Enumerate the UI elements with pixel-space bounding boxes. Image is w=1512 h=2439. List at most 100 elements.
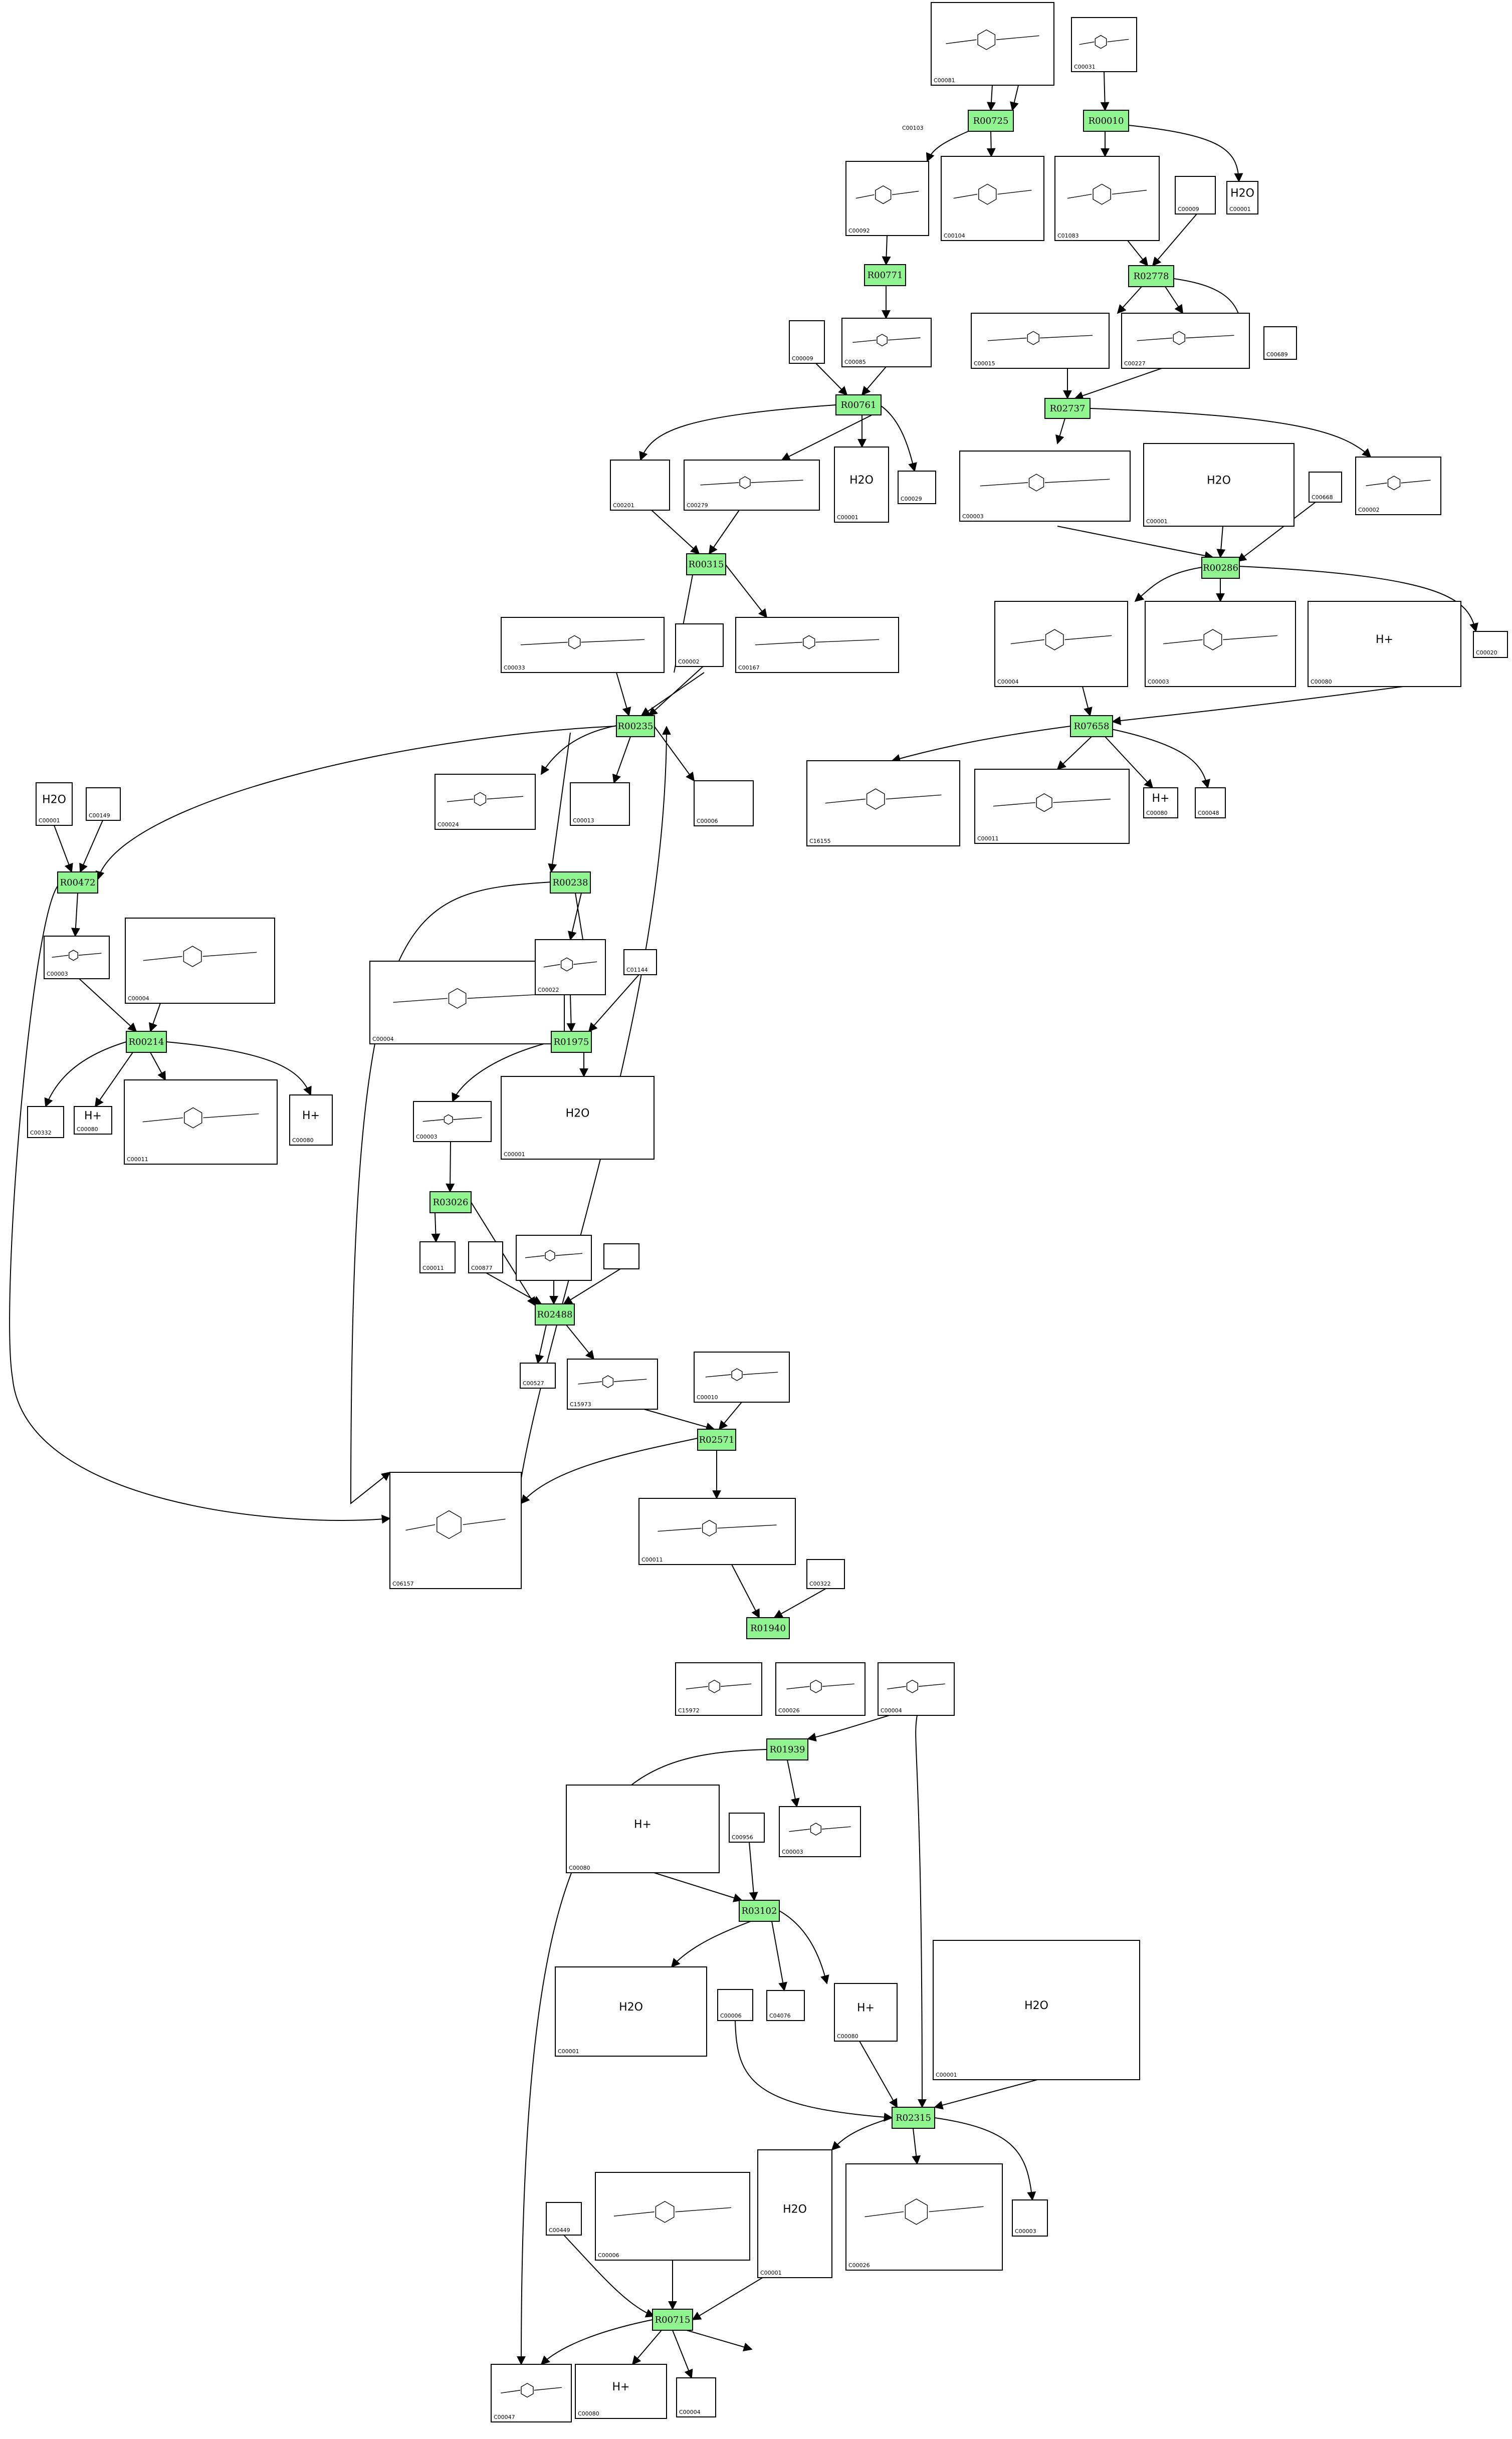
compound-box [1195,787,1226,818]
compound-node[interactable]: C00167 [735,617,899,673]
compound-node[interactable]: C00011 [124,1079,278,1165]
compound-node[interactable]: C00024 [435,774,536,830]
compound-node[interactable]: C00006 [595,2172,750,2261]
compound-node[interactable]: C00149 [86,787,121,821]
compound-node[interactable]: C00004 [125,918,275,1004]
compound-node[interactable]: C06157 [389,1472,522,1589]
compound-node[interactable]: H+C00080 [566,1785,720,1873]
compound-node[interactable]: C00047 [491,2364,572,2422]
reaction-node[interactable]: R00761 [835,394,882,415]
compound-node[interactable]: C00003 [959,451,1131,522]
reaction-node[interactable]: R07658 [1070,715,1113,737]
compound-node[interactable] [603,1243,639,1269]
compound-node[interactable]: H+C00080 [74,1106,112,1135]
compound-node[interactable]: C00009 [789,320,825,364]
compound-node[interactable]: C00009 [1175,176,1216,214]
reaction-node[interactable]: R00286 [1201,557,1240,579]
compound-node[interactable]: C04076 [766,1990,805,2021]
compound-node[interactable]: H+C00080 [1143,787,1178,818]
reaction-node[interactable]: R03026 [429,1191,472,1213]
reaction-node[interactable]: R00472 [57,871,98,894]
reaction-node[interactable]: R01975 [551,1031,592,1053]
reaction-node[interactable]: R03102 [739,1900,780,1922]
compound-node[interactable]: C00279 [684,460,820,511]
compound-node[interactable]: C00877 [468,1241,503,1273]
compound-node[interactable]: C00015 [971,313,1110,369]
compound-node[interactable]: C00527 [520,1363,556,1389]
reaction-node[interactable]: R02571 [697,1429,736,1451]
compound-node[interactable]: C00048 [1195,787,1226,818]
reaction-node[interactable]: R02778 [1128,265,1174,287]
reaction-node[interactable]: R01940 [746,1617,790,1639]
compound-node[interactable]: C00004 [369,961,565,1044]
compound-node[interactable]: C00010 [694,1352,790,1403]
compound-node[interactable]: C00002 [675,623,724,667]
compound-node[interactable]: C00201 [610,460,670,511]
compound-node[interactable]: C00011 [419,1241,456,1273]
compound-node[interactable]: C00085 [841,318,932,367]
compound-node[interactable]: C00031 [1071,17,1137,72]
compound-node[interactable]: C00103 [902,125,924,131]
compound-node[interactable]: C00003 [1012,2199,1048,2237]
compound-node[interactable]: H+C00080 [1308,601,1461,687]
compound-node[interactable]: C00332 [27,1106,64,1138]
reaction-node[interactable]: R00771 [864,264,906,286]
compound-node[interactable]: H+C00080 [289,1094,333,1146]
reaction-node[interactable]: R02737 [1044,398,1091,419]
compound-node[interactable]: C00022 [535,939,606,995]
compound-node[interactable]: C01144 [623,949,657,975]
compound-node[interactable]: C00104 [941,156,1044,241]
compound-node[interactable]: C16155 [806,760,960,846]
compound-node[interactable]: C00689 [1263,326,1297,360]
compound-node[interactable]: C00013 [570,782,630,826]
compound-node[interactable]: C00668 [1309,472,1342,503]
compound-node[interactable]: C00026 [845,2163,1003,2271]
compound-node[interactable]: C00029 [898,471,936,504]
reaction-node[interactable]: R00235 [616,715,655,737]
compound-node[interactable]: C00004 [878,1662,955,1716]
reaction-node[interactable]: R00725 [968,110,1014,132]
reaction-node[interactable]: R00315 [686,553,726,575]
compound-node[interactable]: C00003 [44,936,110,979]
compound-node[interactable]: C00004 [994,601,1128,687]
compound-node[interactable]: C00003 [779,1806,861,1857]
compound-node[interactable]: H+C00080 [575,2364,667,2419]
compound-node[interactable]: C00092 [845,161,929,236]
reaction-node[interactable]: R00238 [550,871,591,894]
compound-node[interactable]: C00006 [717,1989,753,2021]
compound-node[interactable]: C00449 [546,2202,582,2236]
compound-node[interactable]: C00033 [501,617,665,673]
reaction-node[interactable]: R00010 [1083,110,1129,132]
compound-node[interactable]: C15972 [675,1662,762,1716]
compound-node[interactable]: C00004 [676,2377,716,2417]
reaction-node[interactable]: R01939 [766,1738,808,1760]
compound-node[interactable]: C00227 [1121,313,1250,369]
compound-node[interactable]: C00003 [413,1101,492,1142]
reaction-node[interactable]: R02488 [535,1303,575,1325]
compound-node[interactable]: C00002 [1355,457,1441,515]
compound-node[interactable]: C01083 [1054,156,1160,241]
reaction-node[interactable]: R00715 [652,2309,693,2331]
compound-node[interactable]: C00006 [694,780,754,826]
compound-node[interactable]: C00956 [729,1813,765,1843]
compound-node[interactable]: C00322 [806,1559,845,1589]
compound-node[interactable]: H+C00080 [834,1983,898,2042]
reaction-node[interactable]: R00214 [126,1031,167,1053]
compound-node[interactable]: C15973 [567,1359,658,1410]
compound-node[interactable]: C00011 [974,769,1130,844]
compound-node[interactable] [516,1235,592,1281]
compound-node[interactable]: C00020 [1473,631,1508,658]
compound-node[interactable]: C00011 [638,1498,796,1565]
reaction-node[interactable]: R02315 [892,2107,935,2129]
compound-node[interactable]: C00003 [1145,601,1296,687]
compound-node[interactable]: C00081 [931,2,1054,86]
compound-node[interactable]: C00026 [775,1662,866,1716]
